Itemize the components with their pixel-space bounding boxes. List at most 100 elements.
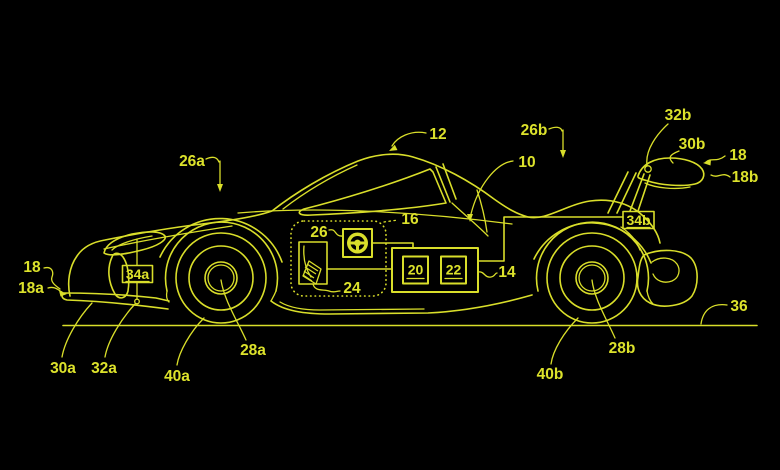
rear-bumper-panel [636, 249, 698, 307]
front-splitter-bottom [61, 292, 169, 310]
headlight-inner-line [111, 235, 153, 251]
leader-30b [669, 150, 680, 164]
leader-32b [646, 123, 669, 166]
leader-26 [328, 229, 344, 237]
module-box-22 [440, 255, 467, 285]
leader-26a [205, 156, 221, 188]
callout-36: 36 [730, 298, 748, 315]
b-pillar-line-1 [435, 166, 451, 203]
rear-glass-edge [476, 189, 488, 233]
wing-airfoil [637, 157, 705, 187]
rear-bumper-hook [651, 257, 680, 283]
front-splitter-top [62, 292, 170, 302]
control-schematic: 20 22 34a 34b [121, 210, 655, 305]
pedal-icon [298, 241, 328, 285]
leader-10 [470, 160, 514, 215]
leader-24 [312, 283, 341, 293]
rear-hub-inner [578, 264, 606, 292]
wing-flap-line [644, 182, 691, 190]
leader-30a [61, 302, 93, 358]
callouts: 26a 12 26b 10 32b 30b 18 18b 16 26 24 [18, 107, 758, 385]
front-rim [188, 245, 254, 311]
callout-16-connector [383, 219, 399, 223]
callout-40b: 40b [537, 366, 564, 383]
callout-16: 16 [401, 211, 419, 228]
front-actuator-pivot [134, 298, 140, 305]
callout-26a: 26a [179, 153, 205, 170]
callout-28b: 28b [609, 340, 636, 357]
actuator-box-34b [622, 210, 655, 230]
bumper-intake [108, 252, 130, 299]
callout-34b: 34b [626, 212, 650, 228]
module-box-20 [402, 255, 429, 285]
wire-steering-to-controller [371, 242, 414, 249]
wing-strut-1b [616, 172, 637, 214]
c-pillar-line [451, 202, 489, 237]
cockpit-dashed-box [290, 220, 387, 297]
leader-26b [548, 126, 564, 154]
front-fender-crease [159, 217, 283, 263]
callout-26: 26 [310, 224, 328, 241]
steering-wheel-icon [347, 232, 368, 254]
front-arch-lip-rear [270, 290, 277, 302]
front-hub-outer [204, 261, 238, 295]
callout-26b: 26b [521, 122, 548, 139]
rear-rim [559, 245, 625, 311]
front-wheel [175, 232, 267, 324]
hood-crease [103, 225, 233, 250]
arrowhead-26b [560, 150, 566, 158]
leader-36 [700, 304, 728, 325]
rear-wheel-arch [535, 221, 650, 292]
actuator-box-34a [121, 264, 154, 284]
wing-strut-1a [607, 171, 629, 214]
headlight [103, 231, 167, 256]
leader-18b [710, 174, 731, 178]
leader-28b [591, 279, 616, 339]
rocker-panel [270, 294, 533, 315]
rear-tire-outer [546, 232, 638, 324]
side-window [298, 168, 447, 216]
leader-14 [477, 271, 498, 278]
callout-18b: 18b [732, 169, 759, 186]
shoulder-line [237, 209, 513, 225]
arrowhead-26a [217, 184, 223, 192]
callout-24: 24 [343, 280, 361, 297]
front-arch-lip-front [165, 290, 170, 303]
leader-28a [220, 279, 247, 341]
rear-wheel [546, 232, 638, 324]
rear-fender-crease [533, 222, 652, 264]
callout-30a: 30a [50, 360, 76, 377]
callout-18-front: 18 [23, 259, 41, 276]
front-wheel-arch [164, 221, 279, 292]
callout-32b: 32b [665, 107, 692, 124]
arrowhead-18a [59, 290, 67, 297]
arrowhead-10 [467, 214, 473, 222]
callout-18-rear: 18 [729, 147, 747, 164]
arrowhead-18-rear [703, 159, 711, 166]
callout-20: 20 [408, 262, 424, 278]
wire-controller-to-rear-actuator [477, 216, 624, 262]
arrowhead-12 [389, 144, 398, 151]
rear-wing-assembly [607, 157, 705, 214]
windshield-inner-line [282, 164, 358, 210]
front-hub-inner [207, 264, 235, 292]
callout-22: 22 [446, 262, 462, 278]
leader-12 [391, 131, 427, 147]
controller-box-14 [391, 247, 479, 293]
callout-10: 10 [518, 154, 535, 171]
car-body [61, 153, 698, 315]
wing-pivot-point [644, 165, 652, 173]
callout-34a: 34a [126, 266, 150, 282]
callout-32a: 32a [91, 360, 117, 377]
callout-30b: 30b [679, 136, 706, 153]
front-tire-outer [175, 232, 267, 324]
callout-40a: 40a [164, 368, 190, 385]
body-silhouette [67, 153, 661, 297]
wing-strut-2a [629, 173, 645, 212]
callout-18a: 18a [18, 280, 44, 297]
rear-hub-outer [575, 261, 609, 295]
rocker-panel-inner [279, 301, 425, 311]
callout-28a: 28a [240, 342, 266, 359]
leader-40b [550, 317, 579, 365]
